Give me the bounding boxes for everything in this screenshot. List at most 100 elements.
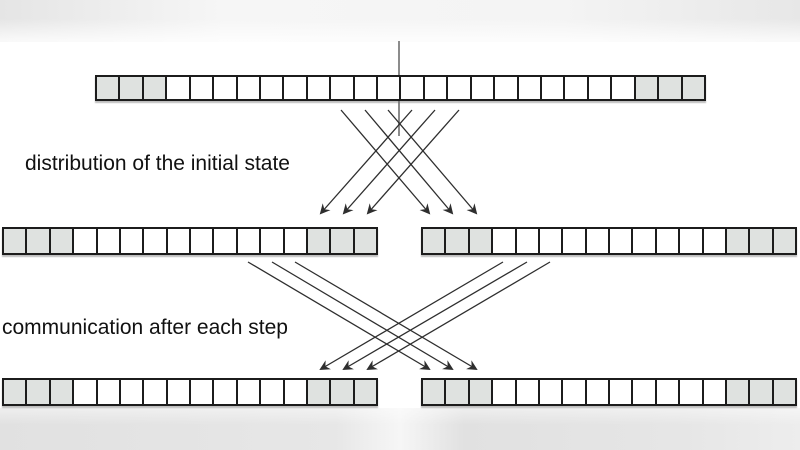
- cell: [284, 229, 306, 253]
- cell: [612, 77, 634, 99]
- communication-arrow: [319, 261, 504, 370]
- boundary-ghost-cell: [773, 229, 795, 253]
- cell: [493, 380, 515, 404]
- cell: [565, 77, 587, 99]
- boundary-ghost-cell: [50, 229, 73, 253]
- right-process-array-step: [421, 378, 797, 406]
- cell: [563, 380, 585, 404]
- cell: [539, 380, 562, 404]
- communication-arrow: [294, 261, 478, 370]
- distribution-arrow: [366, 109, 460, 215]
- global-initial-array: [95, 75, 706, 101]
- communication-arrow: [366, 261, 551, 370]
- cell: [703, 380, 725, 404]
- cell: [284, 77, 306, 99]
- cell: [586, 380, 608, 404]
- boundary-ghost-cell: [50, 380, 73, 404]
- cell: [610, 380, 632, 404]
- cell: [97, 229, 119, 253]
- cell: [144, 380, 166, 404]
- boundary-ghost-cell: [682, 77, 704, 99]
- boundary-ghost-cell: [659, 77, 681, 99]
- boundary-ghost-cell: [726, 380, 749, 404]
- cell: [74, 380, 96, 404]
- cell: [493, 229, 515, 253]
- boundary-ghost-cell: [726, 229, 749, 253]
- cell: [237, 380, 260, 404]
- boundary-ghost-cell: [331, 380, 353, 404]
- boundary-ghost-cell: [635, 77, 658, 99]
- cell: [703, 229, 725, 253]
- letterbox-top-bar: [0, 0, 800, 42]
- right-process-array-initial: [421, 227, 797, 255]
- cell: [516, 229, 538, 253]
- cell: [167, 380, 189, 404]
- cell: [471, 77, 494, 99]
- boundary-ghost-cell: [27, 380, 49, 404]
- boundary-ghost-cell: [773, 380, 795, 404]
- cell: [167, 77, 189, 99]
- cell: [331, 77, 353, 99]
- distribution-arrow: [340, 109, 431, 215]
- boundary-ghost-cell: [97, 77, 119, 99]
- cell: [167, 229, 189, 253]
- boundary-ghost-cell: [120, 77, 142, 99]
- cell: [610, 229, 632, 253]
- boundary-ghost-cell: [750, 229, 772, 253]
- cell: [191, 380, 213, 404]
- cell: [307, 77, 330, 99]
- cell: [97, 380, 119, 404]
- cell: [190, 77, 213, 99]
- cell: [237, 229, 260, 253]
- cell: [237, 77, 259, 99]
- cell: [214, 380, 236, 404]
- cell: [539, 229, 562, 253]
- boundary-ghost-cell: [446, 380, 468, 404]
- boundary-ghost-cell: [469, 380, 492, 404]
- distribution-label: distribution of the initial state: [25, 152, 290, 175]
- cell: [588, 77, 611, 99]
- cell: [378, 77, 400, 99]
- boundary-ghost-cell: [27, 229, 49, 253]
- communication-arrow: [342, 261, 528, 370]
- cell: [401, 77, 423, 99]
- distribution-arrow: [364, 109, 454, 215]
- boundary-ghost-cell: [423, 380, 445, 404]
- cell: [656, 229, 679, 253]
- cell: [191, 229, 213, 253]
- left-process-array-initial: [2, 227, 378, 255]
- cell: [633, 380, 655, 404]
- left-process-array-step: [2, 378, 378, 406]
- distribution-arrow: [342, 109, 436, 215]
- cell: [656, 380, 679, 404]
- cell: [563, 229, 585, 253]
- cell: [633, 229, 655, 253]
- communication-arrow: [271, 261, 454, 370]
- cell: [448, 77, 470, 99]
- boundary-ghost-cell: [469, 229, 492, 253]
- cell: [74, 229, 96, 253]
- boundary-ghost-cell: [354, 380, 376, 404]
- cell: [214, 77, 236, 99]
- cell: [261, 229, 283, 253]
- distribution-arrow: [387, 109, 478, 215]
- boundary-ghost-cell: [4, 229, 26, 253]
- boundary-ghost-cell: [307, 229, 330, 253]
- cell: [354, 77, 377, 99]
- boundary-ghost-cell: [307, 380, 330, 404]
- boundary-ghost-cell: [423, 229, 445, 253]
- cell: [284, 380, 306, 404]
- boundary-ghost-cell: [4, 380, 26, 404]
- cell: [260, 77, 283, 99]
- cell: [516, 380, 538, 404]
- boundary-ghost-cell: [331, 229, 353, 253]
- boundary-ghost-cell: [143, 77, 166, 99]
- cell: [424, 77, 447, 99]
- cell: [120, 380, 143, 404]
- communication-label: communication after each step: [2, 316, 288, 339]
- boundary-ghost-cell: [354, 229, 376, 253]
- cell: [680, 229, 702, 253]
- letterbox-bottom-bar: [0, 408, 800, 450]
- cell: [214, 229, 236, 253]
